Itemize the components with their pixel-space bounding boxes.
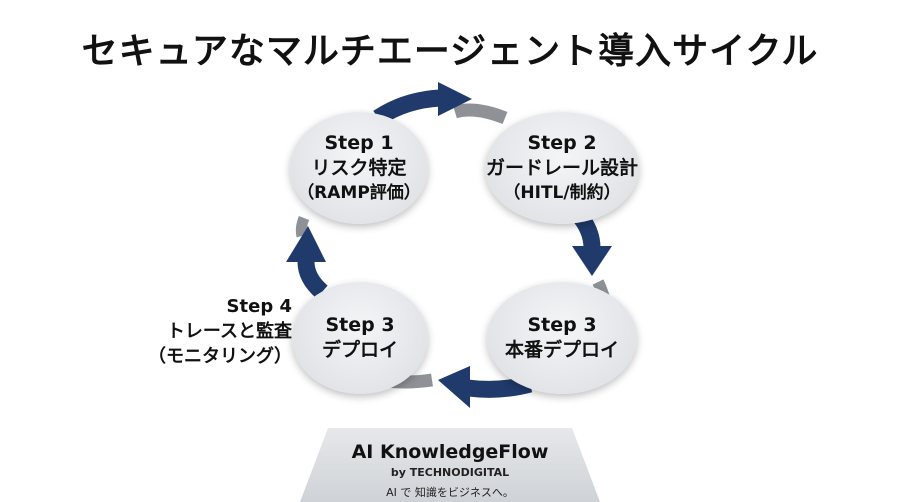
step3b-number: Step 3 xyxy=(325,314,395,336)
brand-name: AI KnowledgeFlow xyxy=(351,441,549,463)
arrowhead-right xyxy=(572,246,612,276)
brand-byline: by TECHNODIGITAL xyxy=(390,466,510,479)
step2-node: Step 2 ガードレール設計 （HITL/制約） xyxy=(485,112,639,224)
step1-name: リスク特定 xyxy=(311,157,407,179)
brand-footer: AI KnowledgeFlow by TECHNODIGITAL AI で 知… xyxy=(300,428,600,502)
step3-number: Step 3 xyxy=(527,314,597,336)
step1-detail: （RAMP評価） xyxy=(297,183,421,203)
arrow-gray-left xyxy=(295,215,310,238)
arrow-navy-left xyxy=(297,261,328,299)
step3-deploy-production-node: Step 3 本番デプロイ xyxy=(487,282,637,394)
step1-number: Step 1 xyxy=(324,132,394,154)
brand-tagline: AI で 知識をビジネスへ。 xyxy=(386,486,514,499)
arrow-gray-top xyxy=(453,103,508,125)
arrowhead-bottom xyxy=(438,366,470,408)
step3-deploy-node: Step 3 デプロイ xyxy=(292,282,428,394)
step3-name: 本番デプロイ xyxy=(504,339,619,361)
step4-label: Step 4 トレースと監査 （モニタリング） xyxy=(142,294,292,369)
step4-name: トレースと監査 xyxy=(166,321,292,342)
arrowhead-left xyxy=(286,226,326,262)
step2-detail: （HITL/制約） xyxy=(503,183,621,203)
step2-name: ガードレール設計 xyxy=(485,157,638,179)
arrowhead-top xyxy=(438,82,472,116)
brand-plate xyxy=(300,428,600,502)
arrow-navy-top xyxy=(373,89,441,126)
step4-number: Step 4 xyxy=(226,296,292,317)
page-title: セキュアなマルチエージェント導入サイクル xyxy=(81,31,819,72)
step1-node: Step 1 リスク特定 （RAMP評価） xyxy=(290,112,428,224)
step3b-name: デプロイ xyxy=(321,339,398,361)
step2-number: Step 2 xyxy=(527,132,597,154)
step4-detail: （モニタリング） xyxy=(148,346,292,367)
